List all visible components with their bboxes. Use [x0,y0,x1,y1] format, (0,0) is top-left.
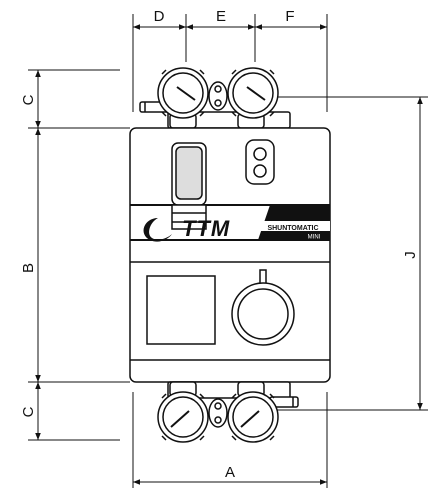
right-dimension [262,96,428,411]
ttm-logo-icon [143,218,172,242]
left-dimensions [28,69,130,441]
dim-label-e: E [216,8,226,25]
valve-bottom-icon [208,398,228,428]
top-gauge-assembly [139,67,291,129]
dim-label-c-bottom: C [20,406,37,417]
bottom-dimension [132,392,328,488]
bottom-gauge-assembly [157,381,299,443]
dim-label-a: A [225,464,235,481]
branding-band [143,205,330,242]
dim-label-c-top: C [20,94,37,105]
model-variant: MINI [308,235,321,241]
gauge-top-right-icon [227,67,279,119]
display-window [146,275,216,345]
top-dimensions [132,14,328,112]
gauge-bottom-left-icon [157,391,209,443]
latch-handle-icon [171,142,207,230]
dim-label-d: D [154,8,165,25]
dim-label-b: B [20,263,37,273]
indicator-plate-icon [245,139,275,185]
brand-name: TTM [182,216,230,241]
gauge-bottom-right-icon [227,391,279,443]
gauge-top-left-icon [157,67,209,119]
valve-top-icon [208,81,228,111]
model-name: SHUNTOMATIC [267,225,318,232]
control-panel [146,269,295,346]
dim-label-f: F [285,8,294,25]
dim-label-j: J [402,251,419,259]
